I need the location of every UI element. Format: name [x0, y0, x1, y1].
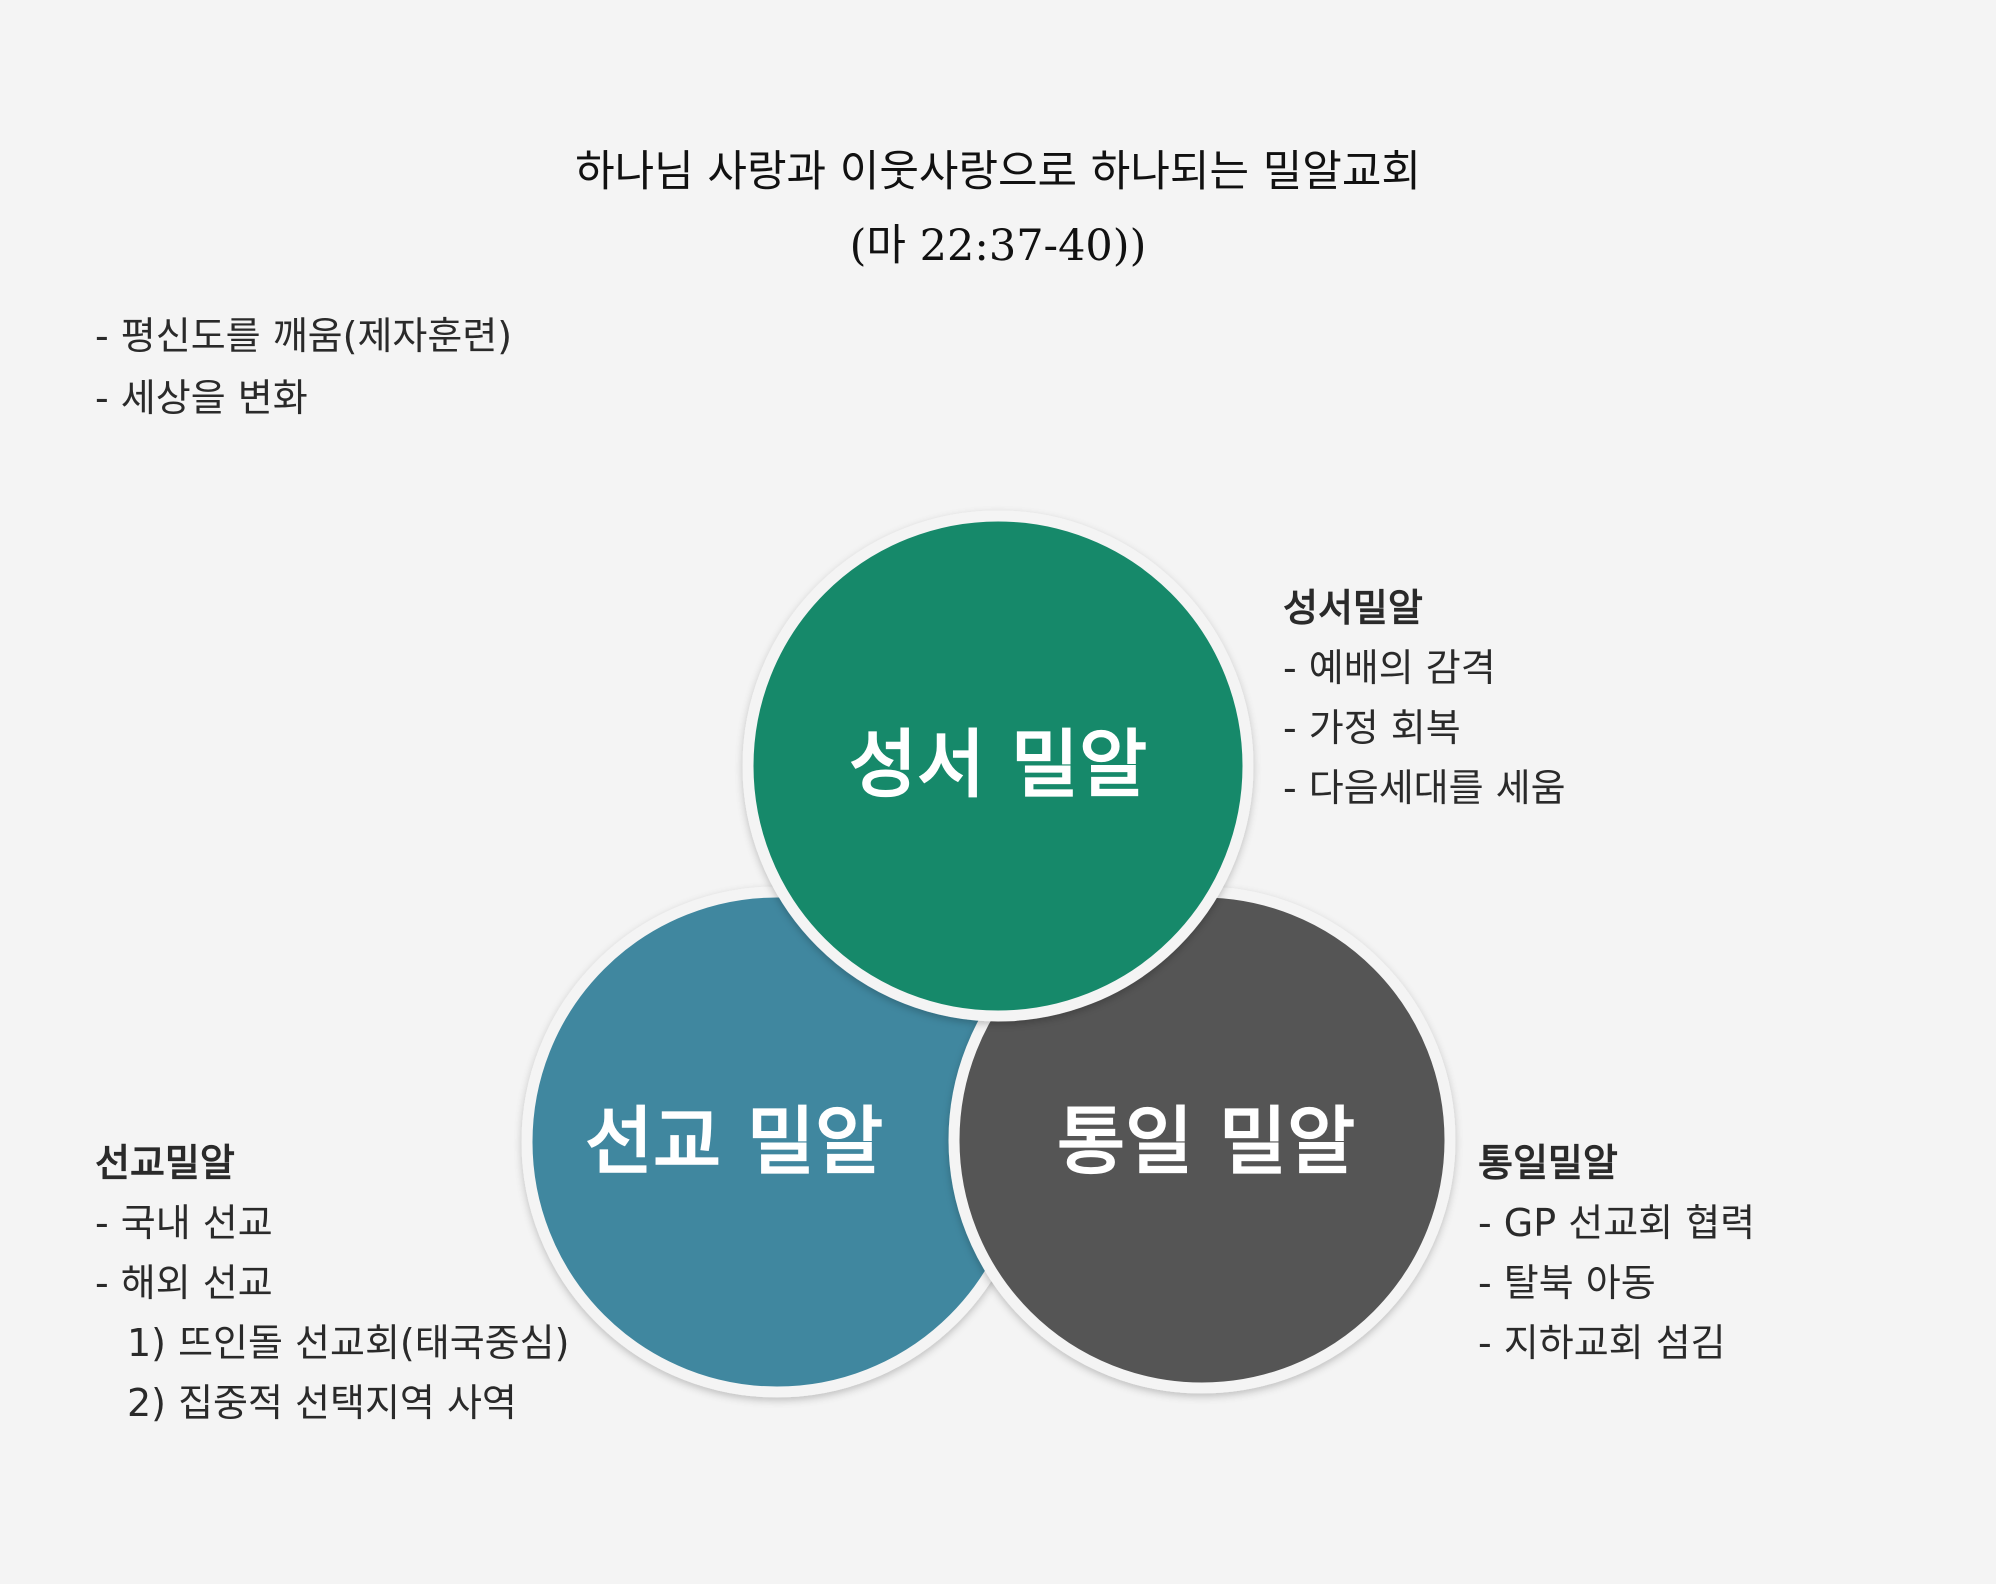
bible-circle-label: 성서 밀알	[849, 722, 1147, 808]
bible-list-heading: 성서밀알	[1283, 586, 1423, 630]
intro-item: - 평신도를 깨움(제자훈련)	[95, 314, 513, 358]
unification-list-heading: 통일밀알	[1478, 1141, 1618, 1185]
list-subitem: 2) 집중적 선택지역 사역	[127, 1381, 517, 1425]
list-item: - 가정 회복	[1283, 706, 1461, 750]
title-line-2: (마 22:37-40))	[849, 221, 1147, 271]
list-item: - 다음세대를 세움	[1283, 766, 1566, 810]
list-item: - 탈북 아동	[1478, 1261, 1656, 1305]
list-item: - GP 선교회 협력	[1478, 1201, 1756, 1245]
list-item: - 해외 선교	[95, 1261, 273, 1305]
title-line-1: 하나님 사랑과 이웃사랑으로 하나되는 밀알교회	[575, 147, 1421, 197]
page-title: 하나님 사랑과 이웃사랑으로 하나되는 밀알교회 (마 22:37-40))	[0, 135, 1996, 283]
bible-circle	[742, 510, 1254, 1022]
list-item: - 예배의 감격	[1283, 646, 1496, 690]
intro-list: - 평신도를 깨움(제자훈련) - 세상을 변화	[95, 305, 512, 429]
intro-item: - 세상을 변화	[95, 376, 308, 420]
mission-list-heading: 선교밀알	[95, 1141, 235, 1185]
unification-list: 통일밀알 - GP 선교회 협력 - 탈북 아동 - 지하교회 섬김	[1478, 1133, 1755, 1373]
unification-circle-label: 통일 밀알	[1057, 1099, 1355, 1185]
list-subitem: 1) 뜨인돌 선교회(태국중심)	[127, 1321, 570, 1365]
list-item: - 지하교회 섬김	[1478, 1321, 1726, 1365]
bible-list: 성서밀알 - 예배의 감격 - 가정 회복 - 다음세대를 세움	[1283, 578, 1566, 818]
list-item: - 국내 선교	[95, 1201, 273, 1245]
mission-circle-label: 선교 밀알	[585, 1099, 883, 1185]
mission-list: 선교밀알 - 국내 선교 - 해외 선교 1) 뜨인돌 선교회(태국중심) 2)…	[95, 1133, 569, 1433]
